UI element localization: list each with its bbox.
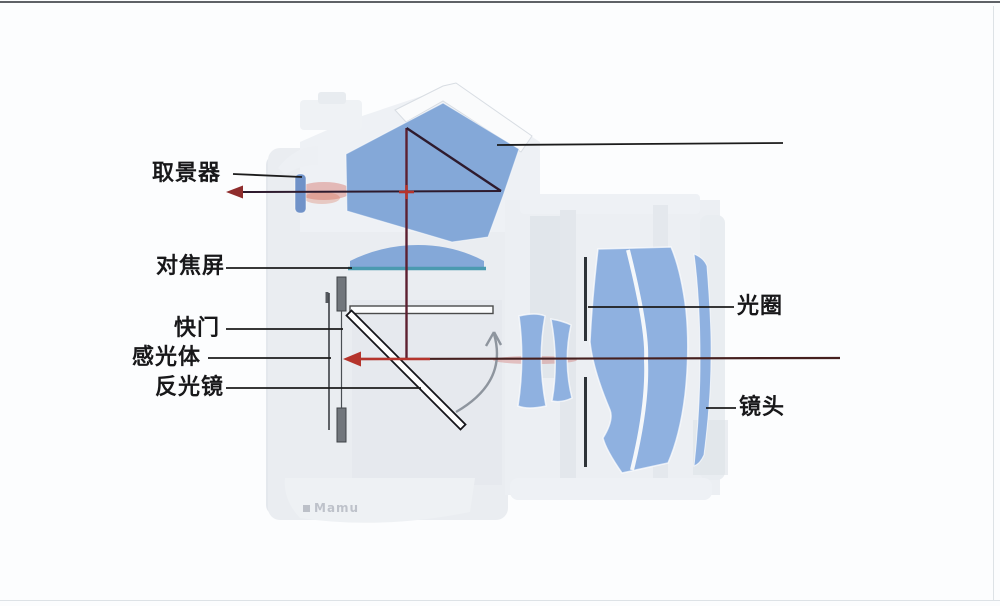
focusing-screen-shape [349, 305, 494, 315]
pentaprism-shape [345, 102, 520, 243]
barrel-bottom [510, 478, 712, 500]
rear-lens-element-2 [550, 318, 573, 403]
eyepiece-lens-shape [294, 173, 307, 214]
top-plate-shape [300, 100, 362, 130]
label-lens: 镜头 [739, 395, 786, 420]
label-focusing-screen: 对焦屏 [156, 254, 226, 279]
light-path-prism-diagonal-line [405, 127, 502, 192]
lens-barrel-top [520, 194, 700, 214]
eyepiece-red-glow-2 [304, 192, 340, 204]
viewfinder-pointer-line [232, 173, 303, 178]
brand-watermark: Mamu [303, 501, 359, 515]
viewfinder-left-arrow-icon [226, 185, 243, 199]
mirror-swing-arrow-icon [455, 333, 499, 414]
shutter-curtain-top [336, 276, 347, 312]
pointer-lines [208, 142, 784, 409]
front-lens-group-divider [626, 249, 649, 471]
right-border-line [993, 6, 994, 600]
shutter-curtain-bottom [336, 407, 347, 443]
label-shutter: 快门 [174, 316, 221, 341]
optical-axis-left-arrow-icon [343, 351, 361, 367]
bottom-border-line [0, 600, 1000, 601]
label-viewfinder: 取景器 [152, 161, 222, 186]
viewfinder-exit-line [239, 190, 502, 193]
optical-axis-line [351, 356, 841, 361]
label-sensor: 感光体 [132, 345, 202, 370]
top-border-line [0, 1, 1000, 3]
sensor-plane-tick [325, 292, 329, 303]
front-lens-group-shape [589, 246, 689, 474]
label-aperture: 光圈 [737, 294, 784, 319]
label-reflex-mirror: 反光镜 [155, 375, 225, 400]
top-plate-column [318, 140, 344, 174]
hot-shoe-shape [318, 92, 346, 104]
rear-lens-element-1 [517, 313, 547, 409]
light-path [226, 127, 841, 367]
condenser-lens-shape [350, 245, 484, 268]
pentaprism-pointer-line [496, 142, 784, 146]
mirror-swing-arrowhead-icon [484, 331, 503, 347]
reflex-mirror-shape [345, 309, 467, 431]
mechanical-parts [325, 257, 587, 467]
